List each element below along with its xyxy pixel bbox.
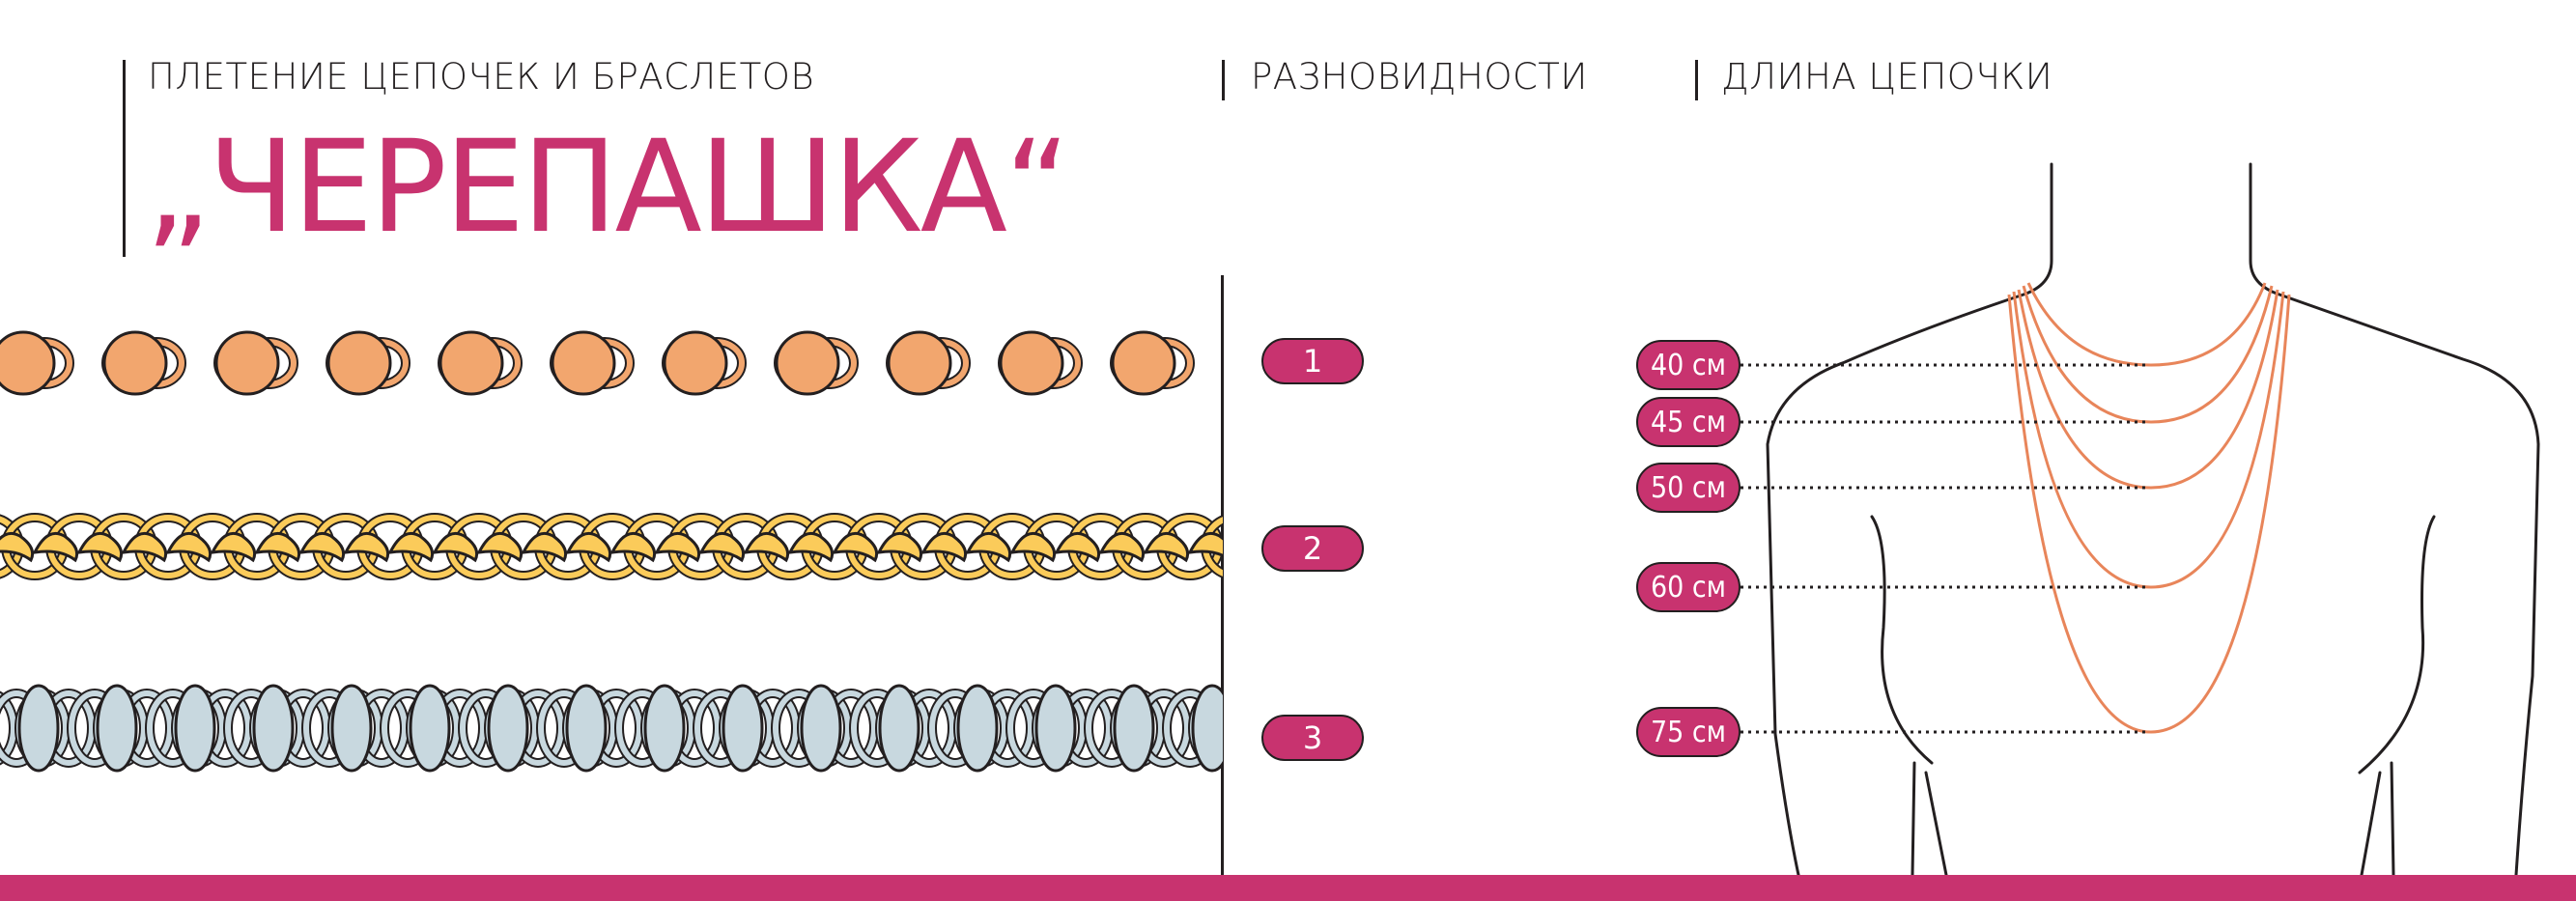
necklace-45 xyxy=(2022,285,2274,424)
necklace-60 xyxy=(2012,291,2285,589)
length-badge-60: 60 см xyxy=(1636,562,1741,612)
bottom-accent-bar xyxy=(0,875,2576,901)
chain-plate xyxy=(17,684,60,773)
chain-link xyxy=(787,532,835,563)
chain-link xyxy=(76,532,124,563)
chain-link xyxy=(121,532,168,563)
necklace-40 xyxy=(2026,282,2267,367)
chain-link xyxy=(521,532,568,563)
chain-link xyxy=(1009,532,1057,563)
chain-link xyxy=(1187,532,1223,557)
chain-plate xyxy=(800,684,842,773)
chain-link xyxy=(1098,532,1146,563)
chain-link xyxy=(609,532,657,563)
chain-link xyxy=(210,532,257,563)
chain-plate xyxy=(252,684,295,773)
chain-link xyxy=(743,532,790,563)
chain-link xyxy=(387,532,435,563)
chain-disc xyxy=(439,330,504,396)
variant-badge-2: 2 xyxy=(1261,525,1364,572)
category-heading: ПЛЕТЕНИЕ ЦЕПОЧЕК И БРАСЛЕТОВ xyxy=(148,56,815,98)
chain-link xyxy=(698,532,746,563)
chain-link xyxy=(298,532,346,563)
chain-variant-2 xyxy=(0,513,1223,580)
chain-disc xyxy=(775,330,840,396)
chain-plate xyxy=(878,684,920,773)
chain-plate xyxy=(96,684,138,773)
chain-plate xyxy=(409,684,451,773)
chain-link xyxy=(920,532,968,563)
chain-disc xyxy=(326,330,392,396)
chain-link xyxy=(965,532,1012,563)
chain-link xyxy=(32,532,79,563)
chain-plate xyxy=(1113,684,1155,773)
chain-disc xyxy=(887,330,952,396)
length-badge-50: 50 см xyxy=(1636,463,1741,513)
heading-divider-variants xyxy=(1222,60,1225,100)
chain-disc xyxy=(663,330,728,396)
chain-link xyxy=(254,532,301,563)
chain-link xyxy=(1054,532,1101,563)
variants-heading: РАЗНОВИДНОСТИ xyxy=(1251,56,1588,98)
body-silhouette xyxy=(1741,162,2540,875)
chain-link xyxy=(876,532,923,563)
variant-badge-3: 3 xyxy=(1261,715,1364,761)
chain-link xyxy=(1143,532,1190,563)
necklace-50 xyxy=(2017,289,2279,490)
chain-variant-3 xyxy=(0,684,1223,773)
chain-link xyxy=(832,532,879,563)
chain-disc xyxy=(102,330,168,396)
chain-plate xyxy=(722,684,764,773)
length-badge-75: 75 см xyxy=(1636,707,1741,757)
length-heading: ДЛИНА ЦЕПОЧКИ xyxy=(1721,56,2053,98)
chain-link xyxy=(476,532,524,563)
length-badge-40: 40 см xyxy=(1636,340,1741,390)
necklace-75 xyxy=(2007,294,2291,734)
page-title: „ЧЕРЕПАШКА“ xyxy=(145,113,1070,262)
chain-link xyxy=(654,532,701,563)
chain-link xyxy=(343,532,390,563)
chain-variant-1 xyxy=(0,330,1223,396)
chain-plate xyxy=(174,684,216,773)
heading-divider-length xyxy=(1695,60,1698,100)
heading-divider-left xyxy=(123,60,126,257)
chain-disc xyxy=(551,330,616,396)
chain-link xyxy=(0,532,35,563)
chain-link xyxy=(165,532,212,563)
chain-plate xyxy=(330,684,373,773)
chain-disc xyxy=(1111,330,1176,396)
chain-plate xyxy=(643,684,686,773)
chain-link xyxy=(432,532,479,563)
chain-disc xyxy=(999,330,1064,396)
chain-disc xyxy=(214,330,280,396)
length-badge-45: 45 см xyxy=(1636,397,1741,447)
chain-plate xyxy=(487,684,529,773)
chain-plate xyxy=(1191,684,1223,773)
chain-plate xyxy=(1034,684,1077,773)
chain-plate xyxy=(956,684,999,773)
chain-disc xyxy=(0,330,56,396)
variant-badge-1: 1 xyxy=(1261,338,1364,384)
chain-plate xyxy=(565,684,608,773)
chain-link xyxy=(565,532,612,563)
